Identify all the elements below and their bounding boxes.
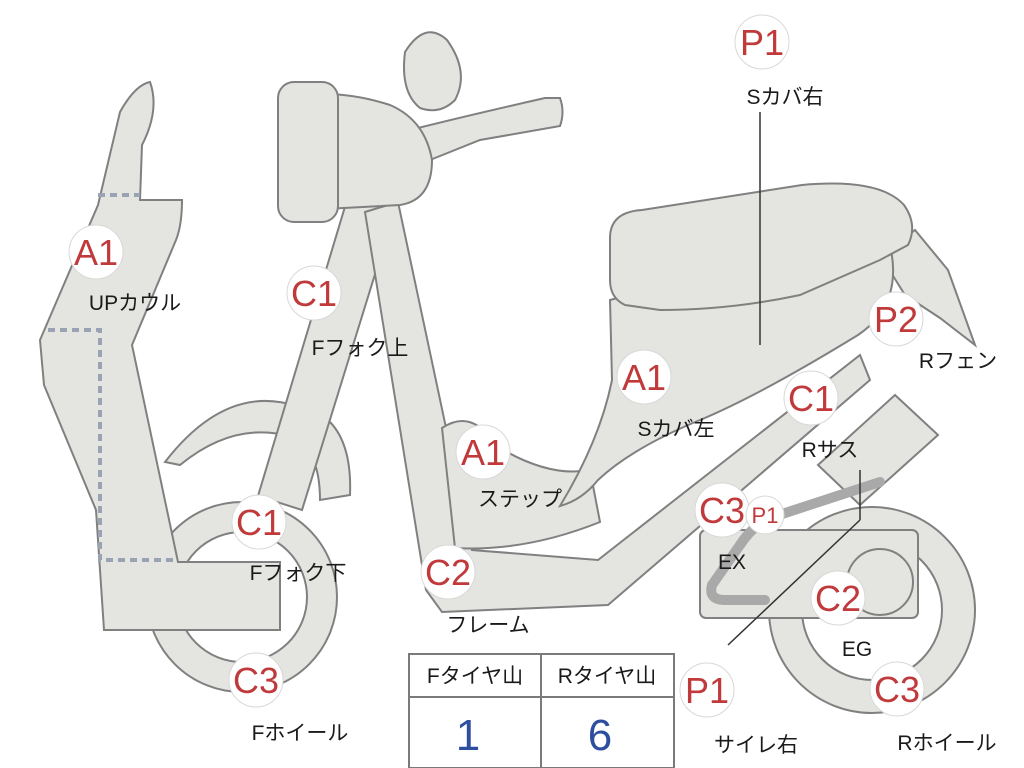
handlebar [416, 97, 564, 162]
tire-header-front: Fタイヤ山 [427, 665, 523, 688]
handlebar-grip [277, 81, 339, 223]
grade-code: C1 [788, 378, 834, 419]
grade-code: A1 [74, 232, 118, 273]
grade-code: P2 [874, 299, 918, 340]
part-label: EG [842, 638, 872, 661]
part-badge: P1 サイレ右 [679, 662, 798, 757]
leader-muffler-right-diag [727, 519, 861, 646]
part-label: フレーム [446, 614, 529, 637]
grade-code: P1 [685, 670, 729, 711]
grade-badge-circle [745, 495, 785, 535]
part-label: UPカウル [89, 292, 181, 315]
leader-lines [727, 112, 861, 646]
part-label: Rフェン [919, 350, 997, 373]
grade-badge-circle [868, 291, 924, 347]
grade-badge-circle [228, 652, 284, 708]
grade-code: C1 [291, 273, 337, 314]
part-label: Fフォク下 [250, 562, 347, 585]
grade-code: P1 [752, 503, 779, 528]
part-badge: P1 [745, 495, 785, 535]
tire-value-front: 1 [456, 711, 480, 760]
part-label: Fホイール [252, 722, 349, 745]
frame [363, 200, 872, 614]
front-cowl [38, 80, 281, 631]
part-label: サイレ右 [714, 734, 798, 757]
tire-header-rear: Rタイヤ山 [558, 665, 657, 688]
part-label: Fフォク上 [312, 337, 409, 360]
grade-badge-circle [420, 544, 476, 600]
part-label: Rサス [802, 439, 859, 462]
grade-badge-circle [783, 370, 839, 426]
grade-code: A1 [461, 432, 505, 473]
grade-badge-circle [455, 424, 511, 480]
grade-code: C2 [425, 552, 471, 593]
part-label: EX [718, 551, 746, 574]
part-badge: A1 ステップ [455, 424, 562, 511]
grade-badge-circle [734, 14, 790, 70]
part-badge: C2 フレーム [420, 544, 530, 637]
tire-value-rear: 6 [588, 711, 612, 760]
part-label: Sカバ左 [637, 418, 714, 441]
grade-badge-circle [810, 570, 866, 626]
seat [609, 182, 914, 312]
grade-code: C3 [874, 669, 920, 710]
grade-badge-circle [286, 265, 342, 321]
part-label: ステップ [478, 488, 562, 511]
grade-code: A1 [622, 357, 666, 398]
grade-badge-circle [231, 494, 287, 550]
grade-badge-circle [869, 661, 925, 717]
headlight [403, 31, 462, 112]
tire-tread-table: Fタイヤ山 Rタイヤ山 1 6 [408, 653, 675, 768]
grade-badge-circle [68, 224, 124, 280]
grade-code: C3 [233, 660, 279, 701]
part-label: Rホイール [897, 732, 996, 755]
cowl-dash-mid [48, 328, 176, 562]
grade-code: C3 [699, 490, 745, 531]
grade-badge-circle [679, 662, 735, 718]
grade-code: P1 [740, 22, 784, 63]
grade-badge-circle [616, 349, 672, 405]
grade-code: C2 [815, 578, 861, 619]
part-label: Sカバ右 [746, 86, 823, 109]
grade-code: C1 [236, 502, 282, 543]
